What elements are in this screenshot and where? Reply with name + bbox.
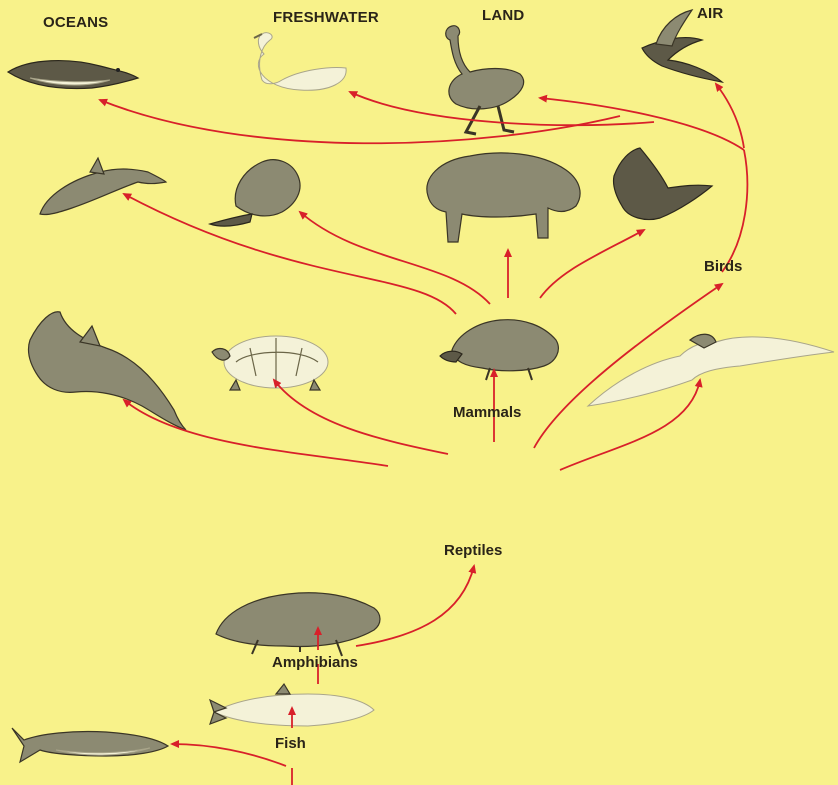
group-birds-label: Birds: [704, 258, 742, 275]
turtle-icon: [212, 336, 328, 390]
beaver-icon: [210, 160, 300, 226]
pterosaur-icon: [588, 334, 834, 406]
platypus-icon: [440, 320, 558, 380]
arrow-to-hawk: [716, 84, 744, 148]
arrow-to-penguin: [100, 100, 620, 143]
arrow-to-beaver: [300, 212, 490, 304]
arrow-to-turtle: [274, 380, 448, 454]
habitat-oceans-label: OCEANS: [43, 14, 108, 31]
habitat-freshwater-label: FRESHWATER: [273, 9, 379, 26]
bat-icon: [613, 148, 712, 220]
amphibian-icon: [216, 593, 380, 656]
shark-icon: [12, 728, 168, 762]
arrow-to-shark: [172, 744, 286, 766]
arrow-to-ostrich: [540, 98, 744, 150]
group-mammals-label: Mammals: [453, 404, 521, 421]
group-amphibians-label: Amphibians: [272, 654, 358, 671]
arrow-to-bat: [540, 230, 644, 298]
group-reptiles-label: Reptiles: [444, 542, 502, 559]
swan-icon: [254, 33, 346, 91]
arrow-to-dolphin: [124, 194, 456, 314]
arrow-bird-stem: [722, 150, 747, 272]
group-fish-label: Fish: [275, 735, 306, 752]
boar-icon: [427, 153, 580, 242]
arrow-to-reptiles: [356, 566, 474, 646]
ichthyosaur-icon: [28, 312, 186, 430]
habitat-land-label: LAND: [482, 7, 524, 24]
penguin-icon: [8, 61, 138, 89]
habitat-air-label: AIR: [697, 5, 723, 22]
